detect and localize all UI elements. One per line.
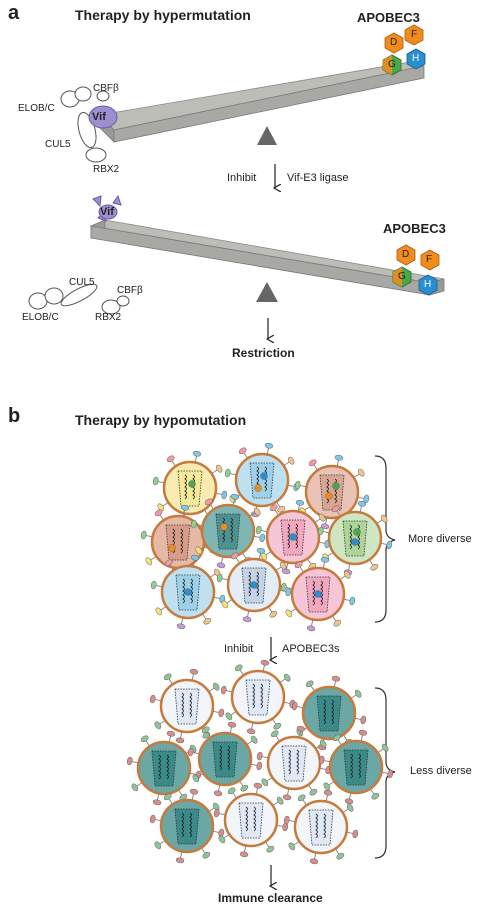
virion [149,668,225,744]
vif-top-label: Vif [92,111,106,123]
virion [280,556,356,632]
panel-b-title: Therapy by hypomutation [75,412,247,428]
virion [149,788,225,864]
cbfb-top-label: CBFβ [93,83,119,94]
virion [126,730,202,806]
bottom-vif-fragments [92,194,122,222]
cul5-bottom-label: CUL5 [69,277,95,288]
virion [190,493,266,569]
restriction-label: Restriction [232,346,295,360]
brace-more-diverse [374,455,396,623]
virion [317,500,393,576]
elob-top-label: ELOB/C [18,103,55,114]
top-apobec-cluster [382,24,426,76]
bottom-apobec-cluster [392,244,440,296]
panel-b-letter: b [8,405,21,427]
apobec3-bottom-label: APOBEC3 [383,221,446,236]
apobec3-top-label: APOBEC3 [357,10,420,25]
immune-clearance-label: Immune clearance [218,891,323,905]
rbx2-top-label: RBX2 [93,164,120,175]
apobec-g-bottom: G [398,271,406,282]
step-b-target: APOBEC3s [282,643,340,655]
cul5-top-label: CUL5 [45,139,71,150]
apobec-h-bottom: H [424,279,432,290]
virion [294,454,370,530]
bottom-e3-complex [28,283,130,315]
top-e3-complex [60,86,110,163]
apobec-f-top: F [411,29,418,40]
vif-bottom-label: Vif [100,206,114,218]
panel-a-letter: a [8,2,20,24]
virion [187,721,263,797]
virion [150,554,226,630]
step-a-target: Vif-E3 ligase [287,172,349,184]
less-diverse-label: Less diverse [410,765,472,777]
virion [213,782,289,858]
virion [220,659,296,735]
top-seesaw-beam [99,61,425,143]
cbfb-bottom-label: CBFβ [117,285,143,296]
top-vif [88,105,118,129]
apobec-h-top: H [412,53,420,64]
apobec-d-bottom: D [402,249,410,260]
rbx2-bottom-label: RBX2 [95,312,122,323]
apobec-g-top: G [388,59,396,70]
step-b-label: Inhibit [224,643,254,655]
virion [283,789,359,865]
apobec-d-top: D [390,37,398,48]
top-fulcrum [257,126,277,145]
virion [318,729,394,805]
brace-less-diverse [374,687,396,859]
step-a-label: Inhibit [227,172,257,184]
elob-bottom-label: ELOB/C [22,312,59,323]
panel-a-title: Therapy by hypermutation [75,7,251,23]
more-diverse-label: More diverse [408,533,472,545]
virion [216,547,292,623]
virion [152,450,228,526]
virions-more-diverse [140,442,393,632]
virion [224,442,300,518]
virion [256,725,332,801]
apobec-f-bottom: F [426,254,433,265]
virions-less-diverse [126,659,394,865]
virion [255,499,331,575]
bottom-fulcrum [256,282,278,302]
